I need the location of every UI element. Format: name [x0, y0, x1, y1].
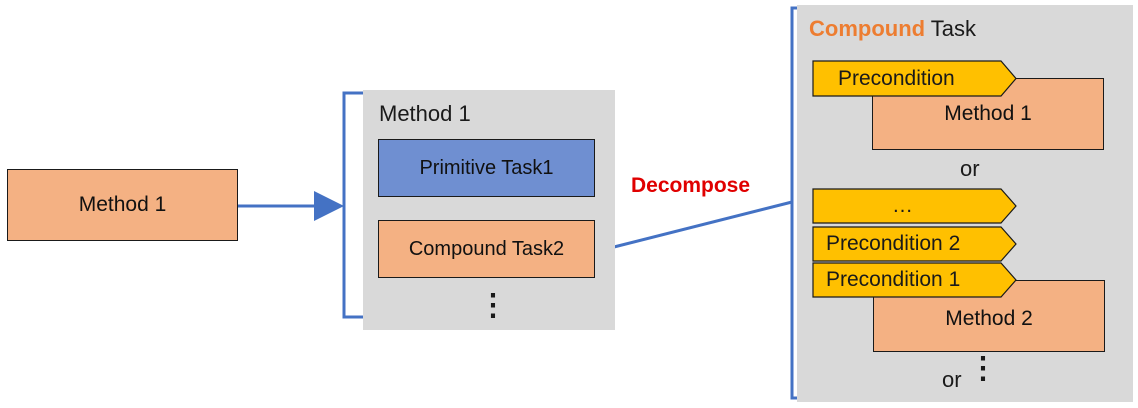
option2-precondition1-tag: Precondition 1	[812, 262, 1017, 298]
middle-panel-bracket	[342, 91, 365, 319]
compound-task2-label: Compound Task2	[408, 237, 565, 260]
or-separator-1: or	[960, 156, 980, 181]
option2-precondition2-tag: Precondition 2	[812, 226, 1017, 262]
left-method-box: Method 1	[7, 169, 238, 241]
decompose-label: Decompose	[631, 174, 751, 197]
option1-precondition-label: Precondition	[838, 66, 955, 90]
right-more-ellipsis: ⋮	[968, 352, 998, 385]
compound-title-rest: Task	[925, 16, 977, 41]
option1-method-label: Method 1	[944, 102, 1032, 125]
compound-title-highlight: Compound	[809, 16, 926, 41]
left-method-label: Method 1	[78, 193, 167, 216]
middle-panel-title: Method 1	[379, 101, 471, 126]
option2-ellipsis-label: …	[892, 194, 913, 217]
primitive-task-label: Primitive Task1	[419, 156, 554, 179]
option2-precondition2-label: Precondition 2	[826, 232, 961, 255]
decompose-connector-line	[605, 200, 793, 251]
compound-task-title: Compound Task	[809, 16, 976, 42]
option2-more-preconditions-tag: …	[812, 188, 1017, 224]
compound-task2-box: Compound Task2	[378, 220, 595, 278]
or-separator-2: or	[942, 367, 962, 392]
option1-precondition-tag: Precondition	[812, 60, 1017, 97]
option2-precondition1-label: Precondition 1	[826, 268, 961, 291]
primitive-task-box: Primitive Task1	[378, 139, 595, 197]
compound-task-panel-bracket	[790, 6, 801, 400]
option2-method-label: Method 2	[945, 307, 1033, 330]
middle-method-panel	[363, 90, 615, 330]
middle-more-ellipsis: ⋮	[478, 289, 508, 322]
